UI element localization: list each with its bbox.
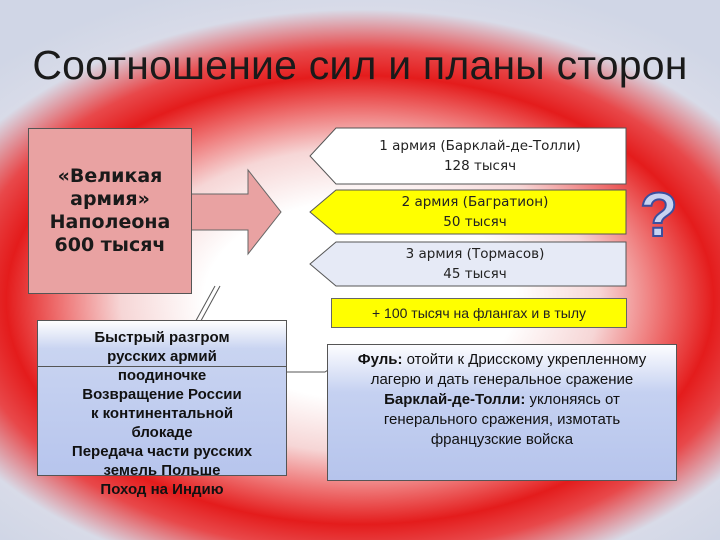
army-1-shape xyxy=(309,127,627,185)
goal-line: к континентальной xyxy=(90,405,234,422)
army-1-size: 128 тысяч xyxy=(443,158,517,174)
army-3-size: 45 тысяч xyxy=(443,266,507,282)
goal-line: Поход на Индию xyxy=(100,481,224,498)
russian-plans-box: Фуль: отойти к Дрисскому укрепленному ла… xyxy=(327,344,677,481)
army-3-shape xyxy=(309,241,627,287)
grand-army-label: «Великая армия» Наполеона 600 тысяч xyxy=(49,165,171,256)
army-3-label: 3 армия (Тормасов) 45 тысяч xyxy=(330,244,620,284)
barclay-name: Барклай-де-Толли: xyxy=(384,391,526,408)
napoleon-goals-box xyxy=(37,320,287,476)
flanks-reserve-box: + 100 тысяч на флангах и в тылу xyxy=(331,298,627,328)
fuhl-plan: отойти к Дрисскому укрепленному лагерю и… xyxy=(370,351,647,388)
goal-line: Передача части русских xyxy=(71,443,253,460)
goal-line: земель Польше xyxy=(103,462,221,479)
goals-divider xyxy=(37,366,287,367)
page-title: Соотношение сил и планы сторон xyxy=(32,42,688,88)
goal-line: русских армий xyxy=(107,348,217,365)
army-2-name: 2 армия (Багратион) xyxy=(401,194,549,210)
army-1-name: 1 армия (Барклай-де-Толли) xyxy=(379,138,581,154)
army-2-label: 2 армия (Багратион) 50 тысяч xyxy=(330,192,620,232)
grand-army-box: «Великая армия» Наполеона 600 тысяч xyxy=(28,128,192,294)
goal-line: Быстрый разгром xyxy=(94,329,230,346)
barclay-plan: уклоняясь от генерального сражения, измо… xyxy=(383,391,621,448)
goal-line: блокаде xyxy=(131,424,193,441)
question-mark-icon: ? xyxy=(639,180,679,251)
army-1-label: 1 армия (Барклай-де-Толли) 128 тысяч xyxy=(340,136,620,176)
goal-line: Возвращение России xyxy=(82,386,242,403)
army-3-name: 3 армия (Тормасов) xyxy=(405,246,545,262)
connector-line xyxy=(287,367,332,373)
fuhl-name: Фуль: xyxy=(357,351,403,368)
army-2-size: 50 тысяч xyxy=(443,214,507,230)
napoleon-goals-list: Быстрый разгром русских армий поодиночке… xyxy=(37,328,287,499)
arrow-right-shape xyxy=(189,168,282,256)
flanks-label: + 100 тысяч на флангах и в тылу xyxy=(371,305,586,321)
goal-line: поодиночке xyxy=(117,367,207,384)
army-2-shape xyxy=(309,189,627,235)
